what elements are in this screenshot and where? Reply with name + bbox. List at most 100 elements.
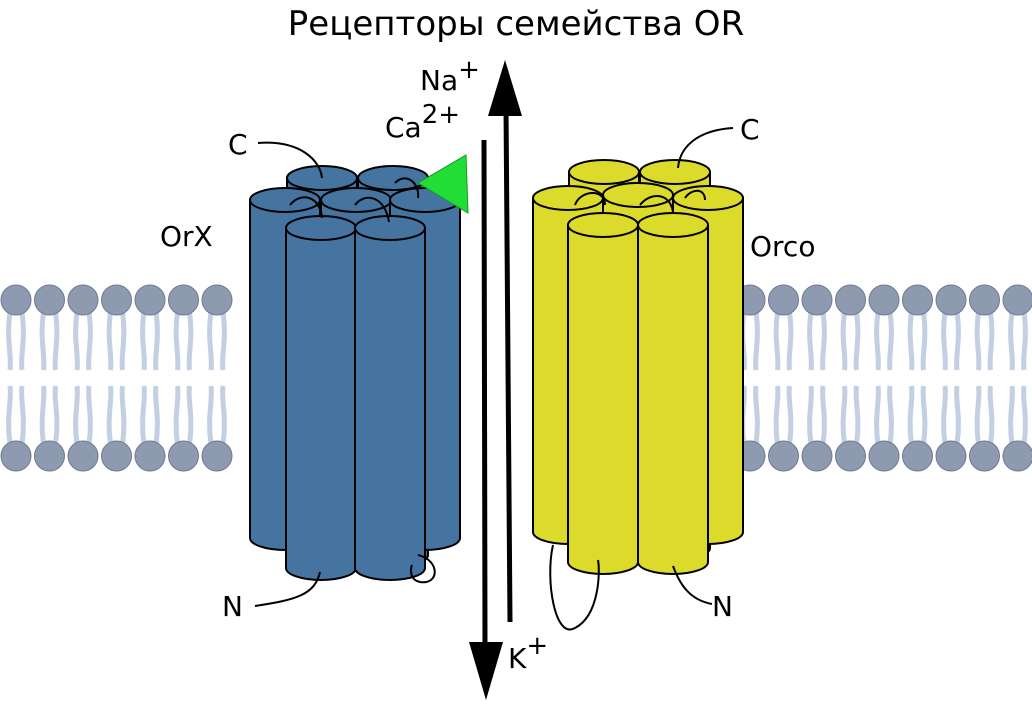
- lipid-pair: [969, 284, 1000, 472]
- label-orco: Orco: [750, 230, 815, 263]
- helix-body: [637, 224, 709, 575]
- helix-loop: [574, 192, 606, 206]
- intracellular-loop: [410, 554, 436, 584]
- label-c-right: C: [740, 113, 760, 146]
- lipid-tail: [773, 311, 781, 371]
- diagram-title: Рецепторы семейства OR: [287, 4, 745, 44]
- helix-top: [320, 187, 392, 213]
- orco-receptor: [532, 159, 744, 575]
- helix-top: [354, 215, 426, 241]
- lipid-head: [768, 440, 799, 472]
- helix-loop: [394, 177, 420, 199]
- lipid-head: [935, 440, 967, 472]
- lipid-tail: [807, 385, 814, 445]
- lipid-pair: [868, 284, 900, 472]
- helix-cylinder: [637, 212, 709, 575]
- lipid-tail: [941, 311, 948, 371]
- orx-receptor: [249, 154, 469, 581]
- lipid-tail: [887, 385, 894, 445]
- arrow-up-head: [488, 60, 522, 116]
- helix-top: [249, 187, 321, 213]
- lipid-tail: [941, 385, 948, 445]
- lipid-tail: [173, 311, 181, 371]
- terminal-connectors: [254, 127, 734, 631]
- lipid-tail: [887, 311, 894, 371]
- lipid-tail: [153, 385, 160, 445]
- lipid-tail: [106, 385, 114, 445]
- helix-cylinder: [285, 215, 357, 581]
- lipid-tail: [86, 311, 93, 371]
- helix-loop: [354, 196, 390, 223]
- lipid-tail: [106, 311, 114, 371]
- lipid-head: [868, 284, 900, 316]
- lipid-tail: [987, 311, 995, 371]
- n-terminal-line-right: [672, 565, 713, 605]
- lipid-tail: [954, 385, 961, 445]
- lipid-tail: [140, 311, 147, 371]
- lipid-tail: [920, 385, 928, 445]
- lipid-tail: [907, 311, 915, 371]
- lipid-head: [801, 440, 833, 472]
- lipid-tail: [186, 385, 194, 445]
- lipid-tail: [6, 385, 13, 445]
- lipid-head: [0, 284, 32, 316]
- lipid-tail: [974, 385, 982, 445]
- lipid-tail: [874, 385, 881, 445]
- label-k-base: K: [508, 642, 527, 675]
- ion-flow-arrows: [469, 60, 522, 700]
- lipid-tail: [39, 311, 47, 371]
- lipid-tail: [207, 385, 214, 445]
- lipid-tail: [6, 311, 13, 371]
- helix-top: [672, 185, 744, 211]
- label-na-sup: +: [458, 55, 480, 85]
- helix-top: [568, 159, 640, 185]
- lipid-tail: [19, 385, 26, 445]
- lipid-head: [34, 284, 65, 316]
- lipid-head: [935, 284, 967, 316]
- label-ca: Ca2+: [385, 100, 460, 144]
- label-k: K+: [508, 631, 548, 675]
- lipid-head: [101, 440, 132, 472]
- lipid-pair: [935, 284, 967, 472]
- lipid-pair: [902, 284, 933, 472]
- arrow-down-head: [469, 642, 503, 700]
- lipid-pair: [1002, 284, 1032, 472]
- intracellular-loop: [549, 544, 600, 631]
- lipid-tail: [874, 311, 881, 371]
- lipid-head: [67, 440, 99, 472]
- lipid-tail: [987, 385, 995, 445]
- lipid-tail: [786, 385, 794, 445]
- lipid-tail: [140, 385, 147, 445]
- lipid-tail: [773, 385, 781, 445]
- lipid-tail: [119, 385, 127, 445]
- lipid-tail: [786, 311, 794, 371]
- lipid-tail: [753, 311, 760, 371]
- ligand-wedge: [417, 154, 469, 214]
- lipid-pair: [134, 284, 166, 472]
- lipid-tail: [207, 311, 214, 371]
- lipid-tail: [220, 311, 227, 371]
- arrow-down-shaft: [481, 139, 488, 646]
- lipid-tail: [73, 311, 80, 371]
- lipid-tail: [86, 385, 93, 445]
- lipid-tail: [186, 311, 194, 371]
- lipid-tail: [974, 311, 982, 371]
- helix-loop: [684, 189, 706, 201]
- n-terminal-line-left: [254, 571, 321, 607]
- label-k-sup: +: [526, 631, 548, 661]
- lipid-head: [969, 284, 1000, 316]
- lipid-head: [168, 284, 199, 316]
- lipid-pair: [201, 284, 233, 472]
- lipid-tail: [853, 385, 861, 445]
- lipid-bilayer: [0, 284, 1032, 472]
- helix-loop: [639, 195, 674, 213]
- lipid-tail: [853, 311, 861, 371]
- c-terminal-line-left: [257, 141, 323, 179]
- lipid-tail: [920, 311, 928, 371]
- lipid-tail: [1021, 311, 1028, 371]
- lipid-tail: [753, 385, 760, 445]
- lipid-head: [201, 284, 233, 316]
- helix-top: [567, 212, 639, 238]
